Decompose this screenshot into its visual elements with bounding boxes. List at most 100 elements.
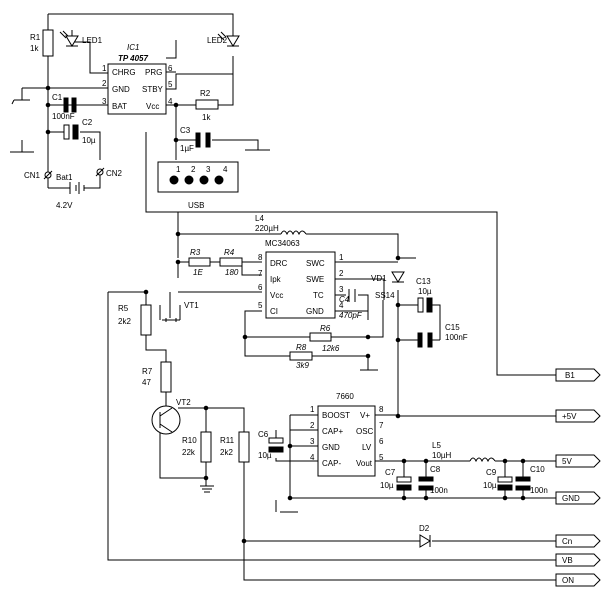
vt2-ref: VT2 bbox=[176, 398, 191, 407]
r7-ref: R7 bbox=[142, 367, 153, 376]
ic2-pin-gnd: GND bbox=[306, 307, 324, 316]
r2-value: 1k bbox=[202, 113, 211, 122]
net-label-cn: Cn bbox=[555, 534, 601, 548]
ic3-pinnum-3: 3 bbox=[310, 437, 315, 446]
ic3-pin-cap-plus: CAP+ bbox=[322, 427, 343, 436]
transistor-vt2: VT2 bbox=[151, 398, 191, 435]
ic3-pin-gnd: GND bbox=[322, 443, 340, 452]
c3-value: 1µF bbox=[180, 144, 194, 153]
capacitor-c7: C7 10µ bbox=[380, 468, 412, 491]
net-labels: B1 +5V 5V GND Cn VB ON bbox=[555, 368, 601, 587]
ic2-pin-vcc: Vcc bbox=[270, 291, 283, 300]
c8-value: 100n bbox=[430, 486, 448, 495]
resistor-r3: R3 1E bbox=[188, 248, 211, 277]
ic2-mc34063: MC34063 DRC Ipk Vcc CI SWC SWE TC GND 8 … bbox=[258, 239, 344, 319]
vd1-value: SS14 bbox=[375, 291, 395, 300]
ic1-pin-chrg: CHRG bbox=[112, 68, 136, 77]
c3-ref: C3 bbox=[180, 126, 191, 135]
capacitor-c15: C15 100nF bbox=[417, 323, 468, 348]
bat1-value: 4.2V bbox=[56, 201, 73, 210]
ic2-pin-ipk: Ipk bbox=[270, 275, 282, 284]
transistor-vt1: VT1 bbox=[159, 301, 199, 322]
ic3-pinnum-5: 5 bbox=[379, 453, 384, 462]
ic1-pinnum-2: 2 bbox=[102, 79, 107, 88]
capacitor-c1: C1 100nF bbox=[52, 93, 77, 121]
r5-ref: R5 bbox=[118, 304, 129, 313]
r2-ref: R2 bbox=[200, 89, 211, 98]
c9-ref: C9 bbox=[486, 468, 497, 477]
ic3-pinnum-6: 6 bbox=[379, 437, 384, 446]
ic3-pin-cap-minus: CAP- bbox=[322, 459, 341, 468]
ic3-pinnum-1: 1 bbox=[310, 405, 315, 414]
r8-ref: R8 bbox=[296, 343, 307, 352]
c2-value: 10µ bbox=[82, 136, 96, 145]
r10-ref: R10 bbox=[182, 436, 197, 445]
usb-pin-1: 1 bbox=[176, 165, 181, 174]
c1-value: 100nF bbox=[52, 112, 75, 121]
net-label-vb: VB bbox=[555, 553, 601, 567]
junction-dots bbox=[45, 85, 526, 544]
svg-text:GND: GND bbox=[562, 494, 580, 503]
resistor-r5: R5 2k2 bbox=[118, 304, 152, 336]
c15-ref: C15 bbox=[445, 323, 460, 332]
c7-ref: C7 bbox=[385, 468, 396, 477]
ic1-pin-gnd: GND bbox=[112, 85, 130, 94]
cn1-ref: CN1 bbox=[24, 171, 41, 180]
ic2-pinnum-4: 4 bbox=[339, 301, 344, 310]
c4-value: 470pF bbox=[339, 311, 363, 320]
cn2-ref: CN2 bbox=[106, 169, 123, 178]
r7-value: 47 bbox=[142, 378, 151, 387]
usb-connector: 1 2 3 4 USB bbox=[157, 161, 239, 210]
net-label-gnd: GND bbox=[555, 491, 601, 505]
c6-value: 10µ bbox=[258, 451, 272, 460]
r11-value: 2k2 bbox=[220, 448, 233, 457]
led2: LED2 bbox=[207, 31, 240, 47]
inductor-l5: L5 10µH bbox=[432, 441, 496, 463]
svg-text:+5V: +5V bbox=[562, 412, 577, 421]
c9-value: 10µ bbox=[483, 481, 497, 490]
capacitor-c3: C3 1µF bbox=[180, 126, 211, 153]
ic2-pinnum-3: 3 bbox=[339, 285, 344, 294]
resistor-r2: R2 1k bbox=[195, 89, 219, 122]
capacitor-c6: C6 10µ bbox=[258, 430, 284, 460]
net-label-5v: 5V bbox=[555, 454, 601, 468]
ic2-pin-swc: SWC bbox=[306, 259, 325, 268]
r4-value: 180 bbox=[225, 268, 239, 277]
c8-ref: C8 bbox=[430, 465, 441, 474]
ic1-ref: IC1 bbox=[127, 43, 139, 52]
r6-ref: R6 bbox=[320, 324, 331, 333]
r4-ref: R4 bbox=[224, 248, 235, 257]
r3-ref: R3 bbox=[190, 248, 201, 257]
ic3-pin-boost: BOOST bbox=[322, 411, 350, 420]
ic2-pin-tc: TC bbox=[313, 291, 324, 300]
r1-ref: R1 bbox=[30, 33, 41, 42]
ic1-pinnum-6: 6 bbox=[168, 64, 173, 73]
ic3-pinnum-4: 4 bbox=[310, 453, 315, 462]
led2-ref: LED2 bbox=[207, 36, 228, 45]
c13-ref: C13 bbox=[416, 277, 431, 286]
usb-pin-2: 2 bbox=[191, 165, 196, 174]
capacitor-c9: C9 10µ bbox=[483, 468, 513, 491]
r3-value: 1E bbox=[193, 268, 203, 277]
resistor-r8: R8 3k9 bbox=[289, 343, 313, 370]
ic3-part: 7660 bbox=[336, 392, 354, 401]
ic1-pin-stby: STBY bbox=[142, 85, 164, 94]
ic3-pinnum-8: 8 bbox=[379, 405, 384, 414]
svg-text:ON: ON bbox=[562, 576, 574, 585]
r10-value: 22k bbox=[182, 448, 196, 457]
capacitor-c13: C13 10µ bbox=[416, 277, 433, 313]
r11-ref: R11 bbox=[220, 436, 235, 445]
ic3-pin-osc: OSC bbox=[356, 427, 374, 436]
c15-value: 100nF bbox=[445, 333, 468, 342]
vd1-ref: VD1 bbox=[371, 274, 387, 283]
ic1-pinnum-4: 4 bbox=[168, 97, 173, 106]
capacitor-c2: C2 10µ bbox=[63, 118, 96, 145]
bat1-ref: Bat1 bbox=[56, 173, 73, 182]
l4-ref: L4 bbox=[255, 214, 264, 223]
capacitor-c4: C4 470pF bbox=[339, 289, 363, 320]
ground-symbols bbox=[10, 99, 378, 513]
ic2-pinnum-1: 1 bbox=[339, 253, 344, 262]
c2-ref: C2 bbox=[82, 118, 93, 127]
svg-text:5V: 5V bbox=[562, 457, 572, 466]
